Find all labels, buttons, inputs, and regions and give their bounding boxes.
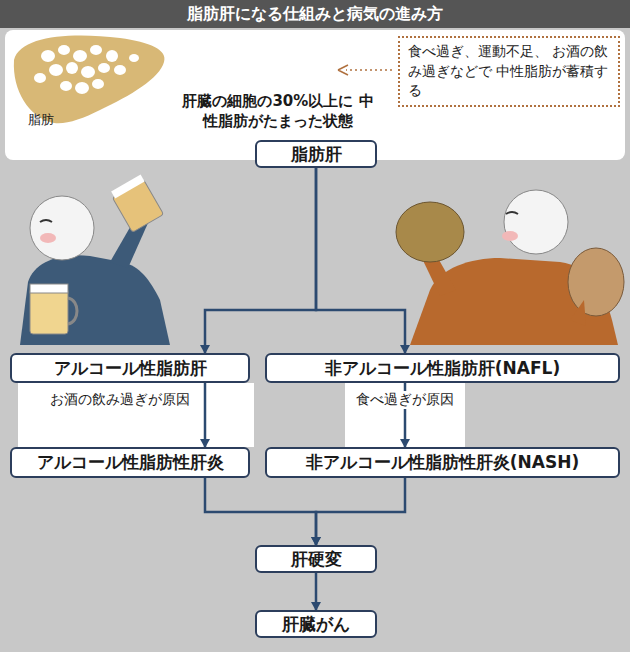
node-text: アルコール性脂肪性肝炎 xyxy=(37,451,224,474)
node-text: アルコール性脂肪肝 xyxy=(54,357,207,380)
process-box: 肝硬変 xyxy=(255,545,377,573)
node-text: 食べ過ぎ、運動不足、 お酒の飲み過ぎなどで 中性脂肪が蓄積する xyxy=(408,42,610,101)
process-box: 脂肪肝 xyxy=(255,140,377,168)
edge-label: 食べ過ぎが原因 xyxy=(353,391,457,409)
note-label: 肝臓の細胞の30%以上に 中性脂肪がたまった状態 xyxy=(178,92,378,131)
process-box: アルコール性脂肪性肝炎 xyxy=(10,447,250,478)
flow-arrow xyxy=(205,168,316,353)
dotted-arrow xyxy=(338,65,392,75)
note-box: 食べ過ぎ、運動不足、 お酒の飲み過ぎなどで 中性脂肪が蓄積する xyxy=(398,36,620,107)
node-text: 肝臓がん xyxy=(282,613,350,636)
label-panel xyxy=(18,383,254,447)
node-text: 非アルコール性脂肪肝(NAFL) xyxy=(325,357,560,380)
eating-man xyxy=(396,190,624,345)
flow-arrow xyxy=(205,478,316,545)
liver-illustration xyxy=(14,36,165,124)
process-box: 肝臓がん xyxy=(255,610,377,638)
node-text: 脂肪肝 xyxy=(291,143,342,166)
node-text: 肝硬変 xyxy=(291,548,342,571)
edge-label: お酒の飲み過ぎが原因 xyxy=(47,391,193,409)
flow-arrow xyxy=(204,383,207,447)
process-box: 非アルコール性脂肪肝(NAFL) xyxy=(265,353,620,383)
diagram-title: 脂肪肝になる仕組みと病気の進み方 xyxy=(0,0,630,28)
process-box: アルコール性脂肪肝 xyxy=(10,353,250,383)
flow-arrow xyxy=(316,478,405,545)
label-panel xyxy=(345,383,465,447)
process-box: 非アルコール性脂肪性肝炎(NASH) xyxy=(265,447,620,478)
drinking-man xyxy=(20,174,170,345)
flow-arrow xyxy=(315,573,318,610)
node-text: 非アルコール性脂肪性肝炎(NASH) xyxy=(306,451,579,474)
part-label: 脂肪 xyxy=(28,112,54,129)
flow-arrow xyxy=(316,168,405,353)
title-bar xyxy=(0,0,630,28)
